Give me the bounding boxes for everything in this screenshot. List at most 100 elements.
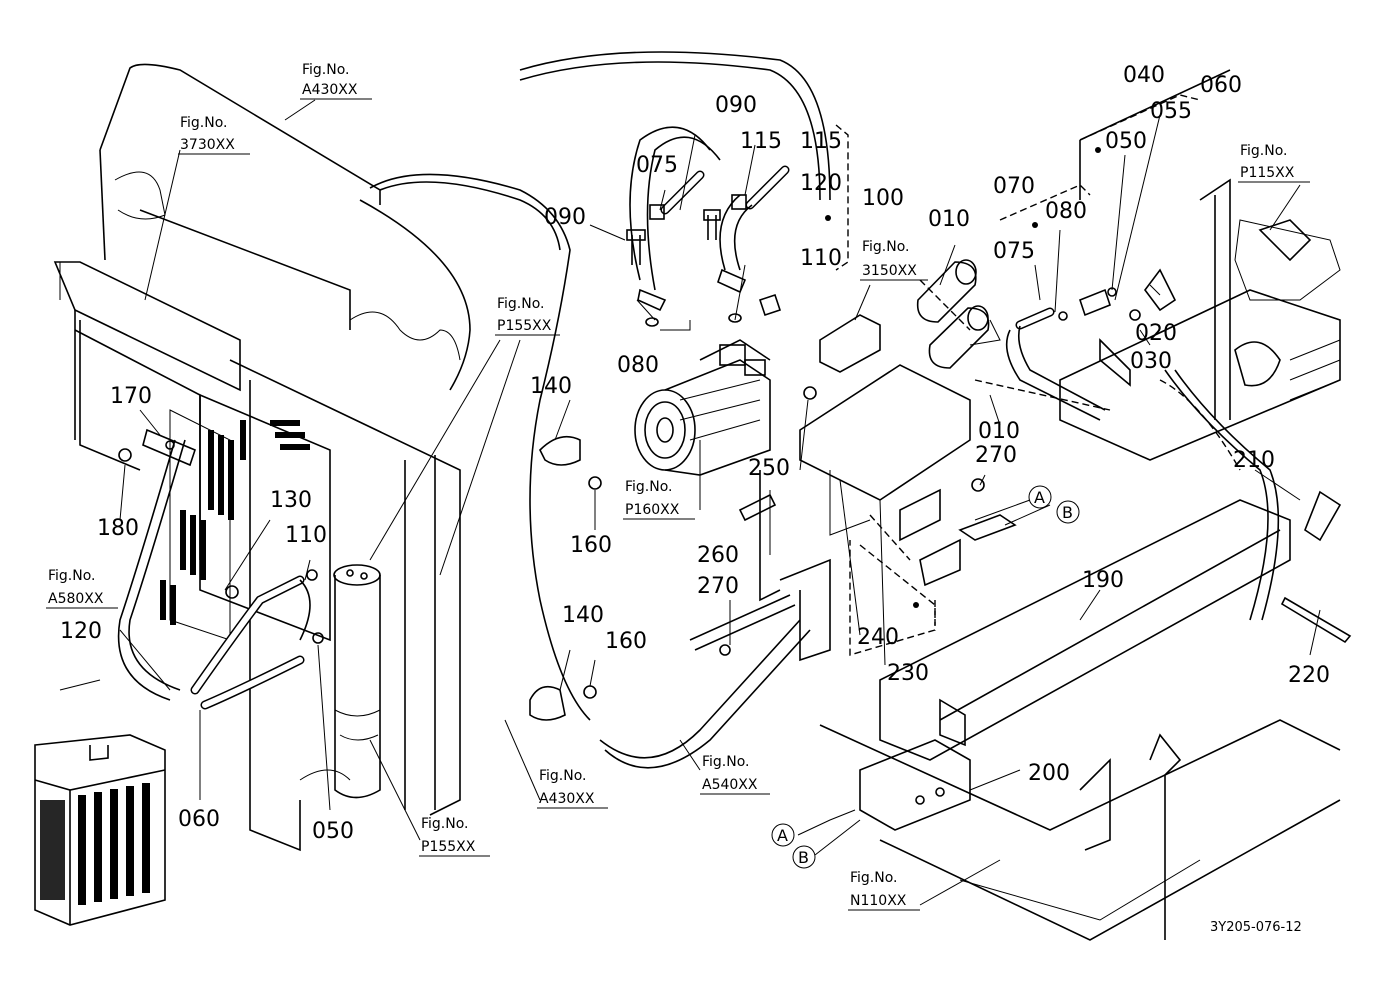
part-label-230: 230 (887, 661, 929, 686)
fig-ref-p115: Fig.No. P115XX (1238, 143, 1310, 183)
part-label-060: 060 (178, 807, 220, 832)
part-label-270: 270 (975, 443, 1017, 468)
svg-text:A430XX: A430XX (302, 82, 358, 98)
connector-markers: A B A B (771, 485, 1080, 869)
figure-references: Fig.No. A430XX Fig.No. 3730XX Fig.No. P1… (46, 62, 1310, 911)
svg-text:N110XX: N110XX (850, 893, 907, 909)
part-label-075: 075 (636, 153, 678, 178)
part-label-090: 090 (544, 205, 586, 230)
ac-compressor (634, 339, 771, 476)
part-label-040: 040 (1123, 63, 1165, 88)
svg-text:Fig.No.: Fig.No. (862, 239, 910, 255)
part-label-115: 115 (800, 129, 842, 154)
svg-text:A: A (1034, 488, 1045, 507)
part-label-055: 055 (1150, 99, 1192, 124)
part-label-200: 200 (1028, 761, 1070, 786)
svg-text:A: A (777, 826, 788, 845)
part-label-250: 250 (748, 456, 790, 481)
dashed-callouts (835, 124, 1241, 625)
svg-text:Fig.No.: Fig.No. (1240, 143, 1288, 159)
fig-ref-3150: Fig.No. 3150XX (860, 239, 928, 281)
fig-ref-p155-top: Fig.No. P155XX (495, 296, 560, 336)
part-label-060: 060 (1200, 73, 1242, 98)
part-label-070: 070 (993, 174, 1035, 199)
svg-text:Fig.No.: Fig.No. (302, 62, 350, 78)
svg-text:Fig.No.: Fig.No. (625, 479, 673, 495)
svg-text:Fig.No.: Fig.No. (702, 754, 750, 770)
fig-ref-p155-bottom: Fig.No. P155XX (419, 816, 490, 857)
svg-text:A580XX: A580XX (48, 591, 104, 607)
part-label-260: 260 (697, 543, 739, 568)
part-label-080: 080 (617, 353, 659, 378)
part-label-020: 020 (1135, 321, 1177, 346)
svg-text:Fig.No.: Fig.No. (497, 296, 545, 312)
svg-text:P115XX: P115XX (1240, 165, 1295, 181)
part-label-140: 140 (562, 603, 604, 628)
part-label-140: 140 (530, 374, 572, 399)
svg-text:P155XX: P155XX (421, 839, 476, 855)
part-label-115: 115 (740, 129, 782, 154)
part-label-030: 030 (1130, 349, 1172, 374)
bolts (118, 147, 1141, 699)
connector-b-bottom: B (792, 845, 816, 869)
part-label-075: 075 (993, 239, 1035, 264)
hose-clamps (142, 428, 581, 721)
part-label-190: 190 (1082, 568, 1124, 593)
fig-ref-3730: Fig.No. 3730XX (178, 115, 250, 155)
fig-ref-n110: Fig.No. N110XX (848, 870, 920, 911)
part-label-270: 270 (697, 574, 739, 599)
svg-text:B: B (798, 848, 809, 867)
fig-ref-a580: Fig.No. A580XX (46, 568, 118, 609)
hoses (117, 51, 831, 769)
svg-text:A540XX: A540XX (702, 777, 758, 793)
fig-ref-a540: Fig.No. A540XX (700, 754, 770, 795)
svg-text:Fig.No.: Fig.No. (539, 768, 587, 784)
part-label-240: 240 (857, 625, 899, 650)
part-label-090: 090 (715, 93, 757, 118)
svg-text:P155XX: P155XX (497, 318, 552, 334)
part-label-050: 050 (1105, 129, 1147, 154)
part-label-130: 130 (270, 488, 312, 513)
part-number-labels: 010 010 020 030 040 050 050 055 060 060 … (60, 63, 1330, 844)
receiver-dryer (333, 564, 381, 799)
part-label-100: 100 (862, 186, 904, 211)
svg-text:B: B (1062, 503, 1073, 522)
condenser-core-hatch (160, 420, 310, 625)
connector-b-top: B (1056, 500, 1080, 524)
svg-text:Fig.No.: Fig.No. (180, 115, 228, 131)
svg-text:Fig.No.: Fig.No. (48, 568, 96, 584)
part-label-080: 080 (1045, 199, 1087, 224)
part-label-220: 220 (1288, 663, 1330, 688)
part-label-180: 180 (97, 516, 139, 541)
fig-ref-p160: Fig.No. P160XX (623, 479, 695, 520)
part-label-010: 010 (978, 419, 1020, 444)
part-label-110: 110 (285, 523, 327, 548)
connector-a-bottom: A (771, 823, 795, 847)
part-label-160: 160 (570, 533, 612, 558)
connector-arrows (797, 499, 1051, 856)
drawing-code: 3Y205-076-12 (1210, 920, 1302, 935)
part-label-210: 210 (1233, 448, 1275, 473)
part-label-120: 120 (60, 619, 102, 644)
cab-panel-outline (53, 63, 471, 852)
part-label-170: 170 (110, 384, 152, 409)
part-label-050: 050 (312, 819, 354, 844)
part-label-010: 010 (928, 207, 970, 232)
part-label-120: 120 (800, 171, 842, 196)
connector-a-top: A (1028, 485, 1052, 509)
right-frame (689, 69, 1352, 941)
part-label-110: 110 (800, 246, 842, 271)
svg-text:Fig.No.: Fig.No. (850, 870, 898, 886)
svg-text:3150XX: 3150XX (862, 263, 917, 279)
battery (34, 734, 166, 926)
svg-text:3730XX: 3730XX (180, 137, 235, 153)
svg-text:A430XX: A430XX (539, 791, 595, 807)
fig-ref-a430-bottom: Fig.No. A430XX (537, 768, 608, 809)
fig-ref-a430-top: Fig.No. A430XX (300, 62, 372, 100)
svg-text:Fig.No.: Fig.No. (421, 816, 469, 832)
leader-lines (59, 99, 1321, 906)
part-label-160: 160 (605, 629, 647, 654)
svg-text:P160XX: P160XX (625, 502, 680, 518)
